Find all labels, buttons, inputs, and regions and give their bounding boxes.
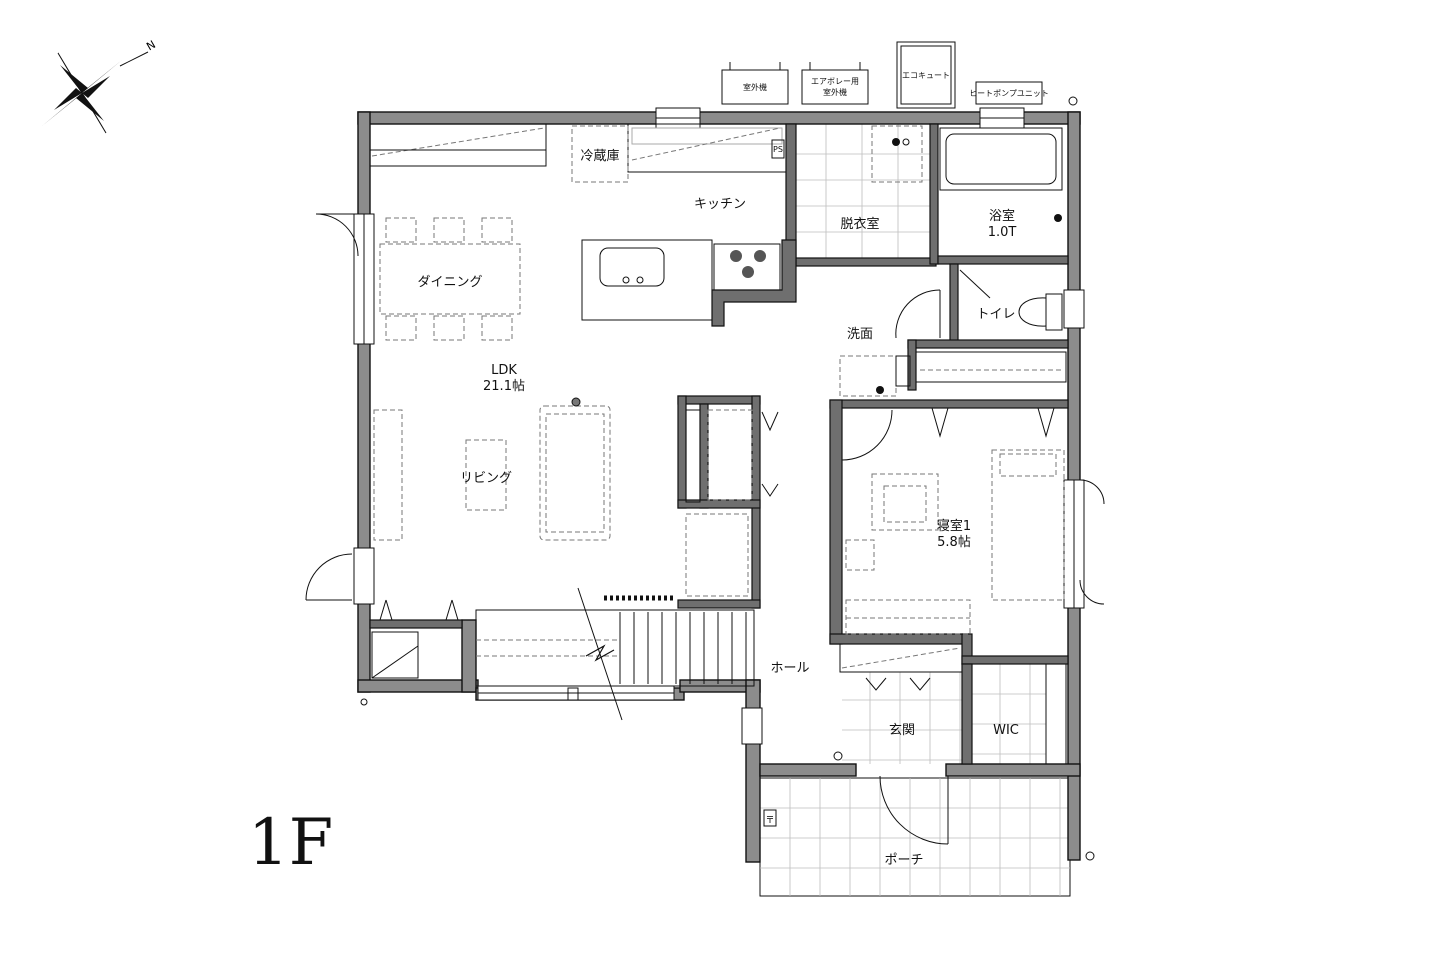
ldk-size-label: 21.1帖: [483, 379, 525, 394]
floor-label: 1F: [248, 806, 333, 880]
living-furniture: [373, 397, 611, 541]
kitchen-island: [581, 239, 781, 321]
doors: [305, 213, 1105, 845]
staircase: [475, 587, 755, 721]
fridge: 冷蔵庫: [571, 125, 629, 183]
storage: [371, 409, 779, 679]
entrance-label: 玄関: [889, 723, 915, 738]
interior-walls: [369, 123, 1069, 765]
hall-label: ホール: [770, 661, 809, 676]
porch-tiles: [759, 777, 1071, 897]
top-shelf: [369, 123, 547, 167]
outdoor-unit-1: 室外機: [721, 62, 789, 105]
outdoor-unit-label: 室外機: [743, 82, 767, 92]
vanity: [839, 355, 911, 397]
compass-icon: N: [42, 38, 158, 134]
fridge-label: 冷蔵庫: [580, 149, 619, 164]
ecocute-label: エコキュート: [902, 71, 950, 80]
kitchen-label: キッチン: [694, 197, 746, 212]
aerobrre-label-2: 室外機: [823, 87, 847, 97]
kitchen-back-counter: PS: [627, 123, 787, 173]
ps-label: PS: [773, 145, 783, 154]
heatpump-unit: ヒートポンプユニット: [969, 81, 1049, 105]
bedroom-label: 寝室1: [937, 518, 971, 534]
porch-label: ポーチ: [884, 853, 923, 868]
dressing-label: 脱衣室: [840, 216, 879, 232]
dressing-tiles: [796, 124, 930, 258]
bedroom-size-label: 5.8帖: [937, 535, 971, 550]
dining-table: [379, 217, 521, 341]
toilet-label: トイレ: [976, 307, 1015, 322]
heatpump-label: ヒートポンプユニット: [969, 89, 1049, 98]
washing-machine: [871, 125, 923, 183]
washroom-label: 洗面: [847, 327, 873, 342]
porch-details: 〒: [360, 698, 1095, 861]
north-label: N: [144, 38, 158, 53]
bath-size-label: 1.0T: [988, 225, 1017, 240]
outdoor-unit-2: エアボレー用 室外機: [801, 62, 869, 105]
windows: [353, 107, 1085, 745]
wic-label: WIC: [993, 723, 1019, 738]
bathtub: [939, 127, 1063, 222]
ecocute-unit: エコキュート: [896, 41, 956, 109]
dining-label: ダイニング: [417, 275, 482, 290]
mailbox-icon: 〒: [765, 816, 774, 826]
bedroom-furniture: [845, 351, 1067, 635]
bath-label: 浴室: [989, 208, 1015, 224]
living-label: リビング: [460, 471, 512, 486]
ldk-label: LDK: [491, 363, 517, 378]
toilet-fixture: [1018, 293, 1063, 331]
room-labels: キッチン 脱衣室 浴室 1.0T ダイニング トイレ 洗面 LDK 21.1帖 …: [417, 197, 1018, 868]
aerobrre-label-1: エアボレー用: [811, 77, 859, 86]
entrance-tiles: [842, 664, 1046, 764]
shoe-cabinet: [833, 643, 1067, 765]
